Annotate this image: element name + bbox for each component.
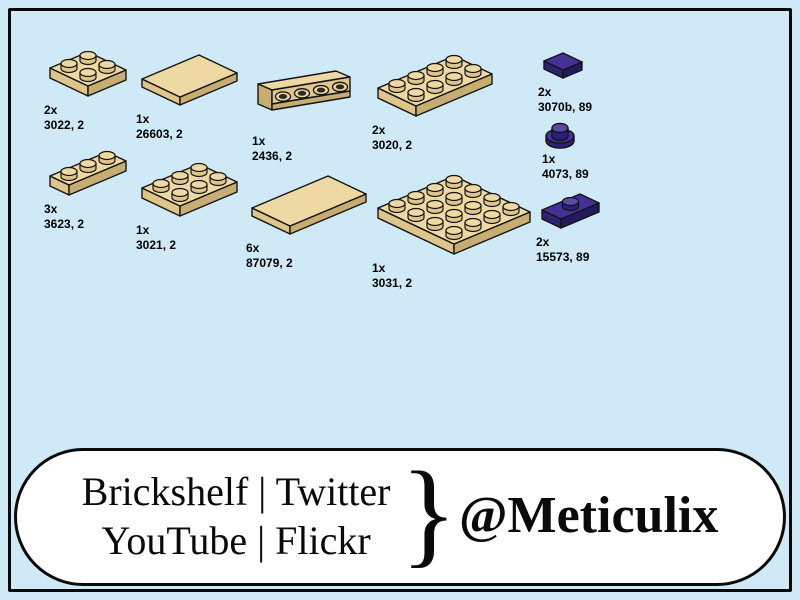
- plate-2x4-icon: [377, 54, 493, 117]
- part-label: 2x 3070b, 89: [538, 85, 592, 115]
- part-3070b: 2x 3070b, 89: [538, 47, 592, 115]
- part-87079: 6x 87079, 2: [246, 170, 372, 271]
- part-2436: 1x 2436, 2: [252, 66, 360, 164]
- part-qty: 1x: [372, 261, 386, 275]
- part-code: 3031, 2: [372, 276, 413, 290]
- tile-2x4-icon: [251, 175, 367, 235]
- part-qty: 1x: [252, 134, 266, 148]
- part-code: 3021, 2: [136, 238, 177, 252]
- part-qty: 2x: [538, 85, 552, 99]
- part-qty: 2x: [536, 235, 550, 249]
- round-plate-1x1-icon: [545, 122, 575, 149]
- credits-banner: Brickshelf | Twitter YouTube | Flickr } …: [14, 448, 786, 586]
- part-code: 4073, 89: [542, 167, 589, 181]
- part-qty: 6x: [246, 241, 260, 255]
- social-line-2: YouTube | Flickr: [101, 518, 371, 563]
- part-code: 26603, 2: [136, 127, 183, 141]
- part-qty: 2x: [372, 123, 386, 137]
- part-3031: 1x 3031, 2: [372, 170, 536, 291]
- tile-1x1-icon: [543, 52, 583, 79]
- part-code: 87079, 2: [246, 256, 293, 270]
- part-label: 1x 4073, 89: [542, 152, 589, 182]
- part-label: 2x 3022, 2: [44, 103, 132, 133]
- part-qty: 2x: [44, 103, 58, 117]
- author-handle: @Meticulix: [459, 486, 719, 544]
- part-label: 1x 26603, 2: [136, 112, 243, 142]
- part-label: 2x 3020, 2: [372, 123, 498, 153]
- part-label: 1x 3031, 2: [372, 261, 536, 291]
- part-26603: 1x 26603, 2: [136, 49, 243, 142]
- part-qty: 1x: [542, 152, 556, 166]
- part-qty: 3x: [44, 202, 58, 216]
- part-label: 1x 2436, 2: [252, 134, 360, 164]
- brace-glyph: }: [400, 447, 458, 578]
- jumper-plate-1x2-icon: [541, 193, 600, 229]
- part-label: 3x 3623, 2: [44, 202, 132, 232]
- part-qty: 1x: [136, 223, 150, 237]
- part-qty: 1x: [136, 112, 150, 126]
- part-4073: 1x 4073, 89: [542, 115, 589, 182]
- plate-4x4-icon: [377, 174, 531, 255]
- part-label: 1x 3021, 2: [136, 223, 243, 253]
- social-platforms: Brickshelf | Twitter YouTube | Flickr: [82, 468, 391, 566]
- part-15573: 2x 15573, 89: [536, 188, 605, 265]
- part-code: 3020, 2: [372, 138, 413, 152]
- part-code: 15573, 89: [536, 250, 590, 264]
- bracket-1x2-1x4-icon: [257, 70, 351, 111]
- part-3623: 3x 3623, 2: [44, 146, 132, 232]
- part-code: 2436, 2: [252, 149, 293, 163]
- part-3021: 1x 3021, 2: [136, 158, 243, 253]
- part-label: 6x 87079, 2: [246, 241, 372, 271]
- part-code: 3623, 2: [44, 217, 85, 231]
- social-line-1: Brickshelf | Twitter: [81, 469, 391, 515]
- plate-2x3-icon: [141, 162, 238, 217]
- part-label: 2x 15573, 89: [536, 235, 605, 265]
- plate-1x3-icon: [49, 150, 127, 196]
- tile-2x3-icon: [141, 54, 238, 106]
- part-code: 3070b, 89: [538, 100, 593, 114]
- part-3022: 2x 3022, 2: [44, 46, 132, 133]
- part-code: 3022, 2: [44, 118, 85, 132]
- part-3020: 2x 3020, 2: [372, 50, 498, 153]
- plate-2x2-icon: [49, 50, 127, 97]
